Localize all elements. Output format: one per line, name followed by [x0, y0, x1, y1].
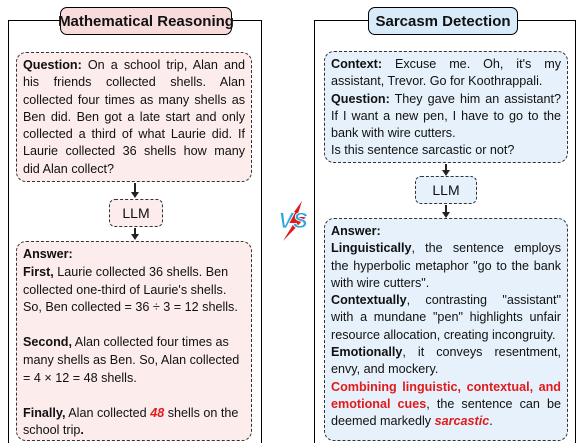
math-answer-number: 48: [150, 405, 165, 420]
math-question-label: Question:: [23, 58, 82, 72]
math-llm-box: LLM: [109, 199, 163, 227]
math-answer-box: Answer: First, Laurie collected 36 shell…: [16, 241, 252, 441]
arrow-connector: [445, 164, 447, 173]
arrow-head: [131, 234, 139, 240]
arrow-head: [442, 212, 450, 218]
sarcasm-context: Context: Excuse me. Oh, it's my assistan…: [331, 57, 561, 89]
sarcasm-linguistic: Linguistically, the sentence employs the…: [331, 241, 561, 290]
arrow-head: [131, 192, 139, 198]
sarcasm-question-box: Context: Excuse me. Oh, it's my assistan…: [324, 51, 568, 163]
vs-text: VS: [278, 208, 308, 233]
sarcasm-contextual: Contextually, contrasting "assistant" wi…: [331, 293, 561, 342]
sarcasm-emotional: Emotionally, it conveys resentment, envy…: [331, 345, 561, 377]
arrow-connector: [134, 228, 136, 237]
vs-icon: VS: [278, 201, 308, 241]
math-answer-label: Answer:: [23, 247, 73, 261]
arrow-connector: [134, 183, 136, 195]
sarcasm-question: Question: They gave him an assistant? If…: [331, 91, 561, 141]
sarcasm-llm-box: LLM: [415, 176, 477, 204]
sarcasm-answer-box: Answer: Linguistically, the sentence emp…: [324, 218, 568, 441]
sarcasm-detection-title: Sarcasm Detection: [368, 7, 518, 35]
arrow-head: [442, 170, 450, 176]
math-reasoning-title: Mathematical Reasoning: [58, 7, 234, 35]
math-question-text: On a school trip, Alan and his friends c…: [23, 58, 245, 176]
math-answer-step-first: First, Laurie collected 36 shells. Ben c…: [23, 264, 238, 315]
math-answer-step-second: Second, Alan collected four times as man…: [23, 335, 240, 385]
sarcasm-verdict: sarcastic: [434, 414, 490, 429]
math-question-box: Question: On a school trip, Alan and his…: [16, 52, 252, 182]
math-answer-step-final: Finally, Alan collected 48 shells on the…: [23, 405, 239, 438]
sarcasm-conclusion: Combining linguistic, contextual, and em…: [331, 379, 561, 429]
sarcasm-answer-label: Answer:: [331, 224, 381, 238]
sarcasm-question-prompt: Is this sentence sarcastic or not?: [331, 143, 515, 158]
arrow-connector: [445, 205, 447, 215]
